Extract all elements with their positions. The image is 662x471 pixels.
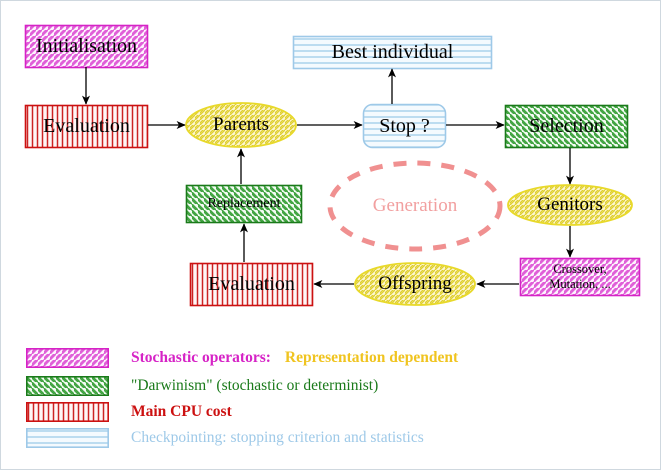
node-initialisation-shape	[24, 24, 149, 69]
node-parents-shape	[185, 102, 297, 148]
legend-swatch-blue-horizontal	[26, 428, 109, 448]
legend-row-stochastic: Stochastic operators: Representation dep…	[26, 346, 458, 370]
legend-row-cpu-cost: Main CPU cost	[26, 400, 232, 424]
node-offspring-shape	[354, 262, 476, 306]
legend-row-darwinism: "Darwinism" (stochastic or determinist)	[26, 374, 378, 398]
legend-label-stochastic: Stochastic operators:	[131, 349, 271, 366]
legend-swatch-green-diagonal	[26, 376, 109, 396]
node-stop-shape	[362, 103, 447, 149]
node-crossover-shape	[519, 257, 641, 297]
legend-swatch-magenta-diagonal	[26, 348, 109, 368]
node-evaluation-top-shape	[24, 104, 149, 149]
legend-label-cpu-cost: Main CPU cost	[131, 403, 232, 420]
legend-label-representation: Representation dependent	[284, 349, 459, 366]
legend-row-checkpointing: Checkpointing: stopping criterion and st…	[26, 426, 424, 450]
legend-label-darwinism: "Darwinism" (stochastic or determinist)	[131, 377, 379, 394]
legend-label-checkpointing: Checkpointing: stopping criterion and st…	[131, 429, 424, 446]
legend-swatch-red-vertical	[26, 402, 109, 422]
legend: Stochastic operators: Representation dep…	[0, 336, 662, 456]
node-best-individual-shape	[292, 35, 493, 70]
node-evaluation-bottom-shape	[189, 262, 314, 307]
node-genitors-shape	[507, 184, 633, 226]
node-selection-shape	[504, 104, 629, 149]
node-replacement-shape	[185, 184, 303, 224]
node-generation-shape	[327, 160, 503, 252]
